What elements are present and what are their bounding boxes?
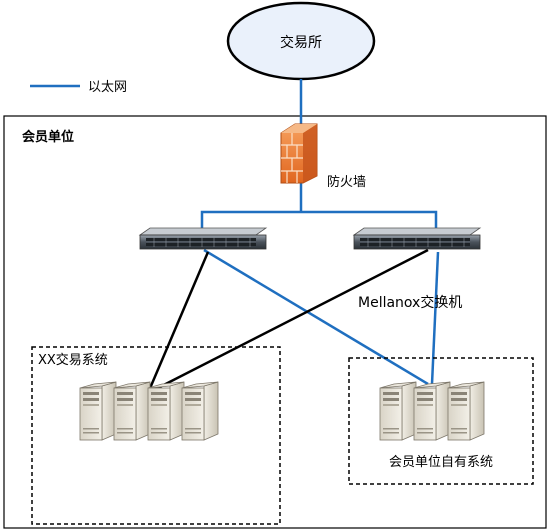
switch-left-to-xx-system: [146, 251, 210, 394]
server-icon: [147, 381, 185, 441]
server-icon: [447, 381, 485, 441]
switch-right-to-own-system: [430, 251, 440, 385]
own-system-label: 会员单位自有系统: [389, 455, 493, 470]
own-system-box: [348, 357, 534, 485]
server-icon: [181, 381, 219, 441]
xx-system-servers: [79, 381, 219, 441]
firewall-label: 防火墙: [327, 174, 366, 190]
xx-system-box: [31, 346, 281, 525]
member-unit-box: [3, 115, 547, 529]
own-system-servers: [379, 381, 485, 441]
member-unit-title: 会员单位: [22, 129, 74, 145]
switch-left-to-own-system: [203, 248, 429, 386]
legend-ethernet-label: 以太网: [88, 80, 127, 95]
firewall-icon: [280, 123, 318, 184]
switch-right-to-xx-system: [147, 248, 429, 395]
switch-bus-line: [200, 210, 438, 232]
switch-left-icon: [138, 227, 268, 250]
server-icon: [379, 381, 417, 441]
switches-label: Mellanox交换机: [358, 294, 462, 311]
xx-system-label: XX交易系统: [38, 352, 108, 368]
server-icon: [113, 381, 151, 441]
server-icon: [79, 381, 117, 441]
exchange-label: 交易所: [280, 34, 322, 51]
server-icon: [413, 381, 451, 441]
switch-right-icon: [352, 227, 482, 250]
